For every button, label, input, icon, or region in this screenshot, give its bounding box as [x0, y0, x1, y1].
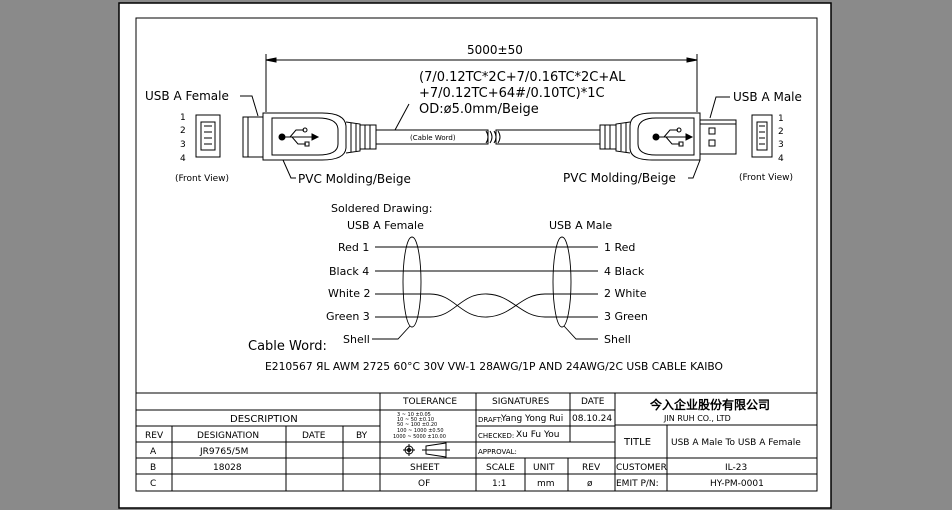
- tolerance-header: TOLERANCE: [402, 397, 457, 407]
- signatures-header: SIGNATURES: [492, 397, 550, 407]
- row-b-designation: 18028: [213, 463, 242, 473]
- usb-symbol-icon: [652, 127, 694, 147]
- length-dimension: 5000±50: [467, 43, 523, 57]
- solder-left-shell: Shell: [343, 333, 370, 346]
- company-name-en: JIN RUH CO., LTD: [663, 414, 731, 423]
- solder-right-black: 4 Black: [604, 265, 645, 278]
- row-c-rev: C: [150, 479, 156, 489]
- front-view-right: (Front View): [739, 173, 793, 183]
- usb-symbol-icon: [278, 127, 320, 147]
- solder-left-green: Green 3: [326, 310, 370, 323]
- customer-label: CUSTOMER: [616, 463, 667, 473]
- left-pin-2: 2: [180, 126, 186, 136]
- left-pin-1: 1: [180, 113, 186, 123]
- rev-value: ø: [587, 479, 593, 489]
- cable-spec-line2: +7/0.12TC+64#/0.10TC)*1C: [419, 86, 605, 101]
- solder-right-white: 2 White: [604, 287, 647, 300]
- soldered-title: Soldered Drawing:: [331, 202, 433, 215]
- female-connector-icon: [242, 112, 377, 161]
- col-rev: REV: [145, 431, 164, 441]
- right-pin-1: 1: [778, 114, 784, 124]
- projection-symbol-icon: [403, 442, 450, 458]
- date-header: DATE: [581, 397, 605, 407]
- draft-date: 08.10.24: [572, 414, 612, 424]
- emit-value: HY-PM-0001: [710, 479, 764, 489]
- solder-left-black: Black 4: [329, 265, 369, 278]
- right-connector-label: USB A Male: [733, 90, 802, 104]
- solder-wiring-diagram: [372, 236, 598, 340]
- female-front-view-icon: [195, 114, 221, 158]
- unit-value: mm: [537, 479, 555, 489]
- row-a-designation: JR9765/5M: [199, 447, 248, 457]
- company-name-cn: 今入企业股份有限公司: [649, 397, 770, 412]
- col-by: BY: [356, 431, 368, 441]
- customer-value: IL-23: [725, 463, 747, 473]
- soldered-left-header: USB A Female: [347, 219, 424, 232]
- rev-label: REV: [582, 463, 601, 473]
- cable-spec-line1: (7/0.12TC*2C+7/0.16TC*2C+AL: [419, 70, 626, 85]
- right-pin-2: 2: [778, 127, 784, 137]
- right-molding-label: PVC Molding/Beige: [563, 171, 676, 185]
- row-b-rev: B: [150, 463, 156, 473]
- solder-left-white: White 2: [328, 287, 370, 300]
- scale-value: 1:1: [492, 479, 506, 489]
- cable-word-label: Cable Word:: [248, 339, 327, 354]
- emit-label: EMIT P/N:: [616, 479, 659, 489]
- checked-label: CHECKED:: [478, 432, 514, 440]
- right-pin-4: 4: [778, 154, 784, 164]
- tolerance-line-2: 10 ~ 50 ±0.10: [397, 417, 434, 423]
- left-pin-3: 3: [180, 140, 186, 150]
- left-connector-label: USB A Female: [145, 89, 229, 103]
- tolerance-line-4: 100 ~ 1000 ±0.50: [397, 428, 444, 434]
- title-label: TITLE: [623, 437, 651, 448]
- cable-word-small: (Cable Word): [410, 134, 456, 142]
- cable-spec-line3: OD:ø5.0mm/Beige: [419, 102, 539, 117]
- sheet-label: SHEET: [410, 463, 440, 473]
- soldered-right-header: USB A Male: [549, 219, 612, 232]
- solder-right-green: 3 Green: [604, 310, 648, 323]
- tolerance-line-1: 3 ~ 10 ±0.05: [397, 412, 431, 418]
- cable-word-text: E210567 ЯL AWM 2725 60°C 30V VW-1 28AWG/…: [265, 360, 723, 373]
- draft-name: Yang Yong Rui: [500, 414, 563, 424]
- approval-label: APPROVAL:: [478, 448, 517, 456]
- col-date: DATE: [302, 431, 326, 441]
- right-pin-3: 3: [778, 140, 784, 150]
- description-header: DESCRIPTION: [230, 414, 298, 425]
- solder-left-red: Red 1: [338, 241, 369, 254]
- unit-label: UNIT: [533, 463, 555, 473]
- solder-right-red: 1 Red: [604, 241, 635, 254]
- title-block: [135, 392, 818, 492]
- male-connector-icon: [599, 112, 737, 161]
- tolerance-line-5: 1000 ~ 5000 ±10.00: [393, 434, 446, 440]
- scale-label: SCALE: [486, 463, 515, 473]
- title-value: USB A Male To USB A Female: [671, 438, 801, 448]
- left-pin-4: 4: [180, 154, 186, 164]
- tolerance-line-3: 50 ~ 100 ±0.20: [397, 422, 437, 428]
- male-front-view-icon: [751, 114, 773, 158]
- left-molding-label: PVC Molding/Beige: [298, 172, 411, 186]
- draft-label: DRAFT:: [478, 416, 503, 424]
- sheet-value: OF: [418, 479, 430, 489]
- solder-right-shell: Shell: [604, 333, 631, 346]
- col-designation: DESIGNATION: [197, 431, 259, 441]
- cable-assembly-drawing: [195, 54, 773, 179]
- row-a-rev: A: [150, 447, 157, 457]
- front-view-left: (Front View): [175, 174, 229, 184]
- checked-name: Xu Fu You: [516, 430, 560, 440]
